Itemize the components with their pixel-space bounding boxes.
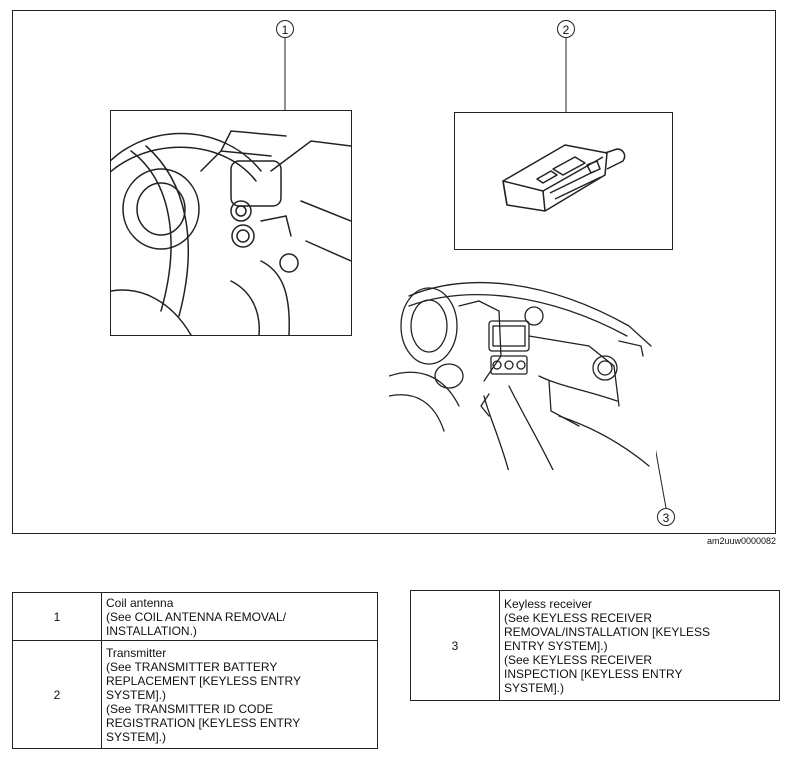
steering-column-inset <box>110 110 352 336</box>
diagram-frame <box>12 10 776 534</box>
legend-desc-coil-antenna: Coil antenna (See COIL ANTENNA REMOVAL/ … <box>101 592 378 641</box>
callout-3: 3 <box>657 508 675 526</box>
dashboard-illustration <box>389 281 652 470</box>
legend-num-1: 1 <box>12 592 102 641</box>
legend-num-3: 3 <box>410 590 500 701</box>
transmitter-inset <box>454 112 673 250</box>
table-row: 3 Keyless receiver (See KEYLESS RECEIVER… <box>410 590 780 701</box>
figure-id: am2uuw0000082 <box>706 536 776 546</box>
dashboard-inset <box>388 265 656 471</box>
callout-2: 2 <box>557 20 575 38</box>
legend-desc-transmitter: Transmitter (See TRANSMITTER BATTERY REP… <box>101 640 378 749</box>
legend-desc-keyless-receiver: Keyless receiver (See KEYLESS RECEIVER R… <box>499 590 780 701</box>
table-row: 1 Coil antenna (See COIL ANTENNA REMOVAL… <box>12 592 378 641</box>
transmitter-illustration <box>502 144 626 212</box>
legend-num-2: 2 <box>12 640 102 749</box>
legend-table-left: 1 Coil antenna (See COIL ANTENNA REMOVAL… <box>12 592 378 749</box>
callout-1: 1 <box>276 20 294 38</box>
legend-table-right: 3 Keyless receiver (See KEYLESS RECEIVER… <box>410 590 780 701</box>
steering-column-illustration <box>111 130 351 335</box>
table-row: 2 Transmitter (See TRANSMITTER BATTERY R… <box>12 640 378 749</box>
